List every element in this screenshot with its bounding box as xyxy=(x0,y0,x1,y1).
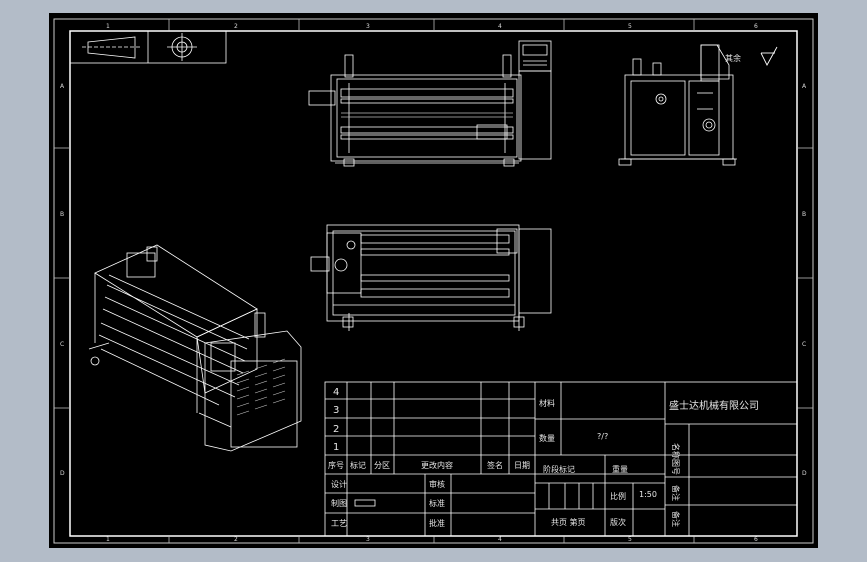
front-view xyxy=(308,40,552,167)
quantity-label: 数量 xyxy=(539,433,555,443)
sheets-label: 共页 第页 xyxy=(551,517,586,527)
drawing-label: 制图 xyxy=(331,498,347,508)
zone-bottom-2: 2 xyxy=(234,536,238,543)
side-label-number: 图号 xyxy=(671,459,680,475)
zone-left-a: A xyxy=(60,83,65,90)
zone-right-d: D xyxy=(802,470,807,477)
roughness-symbol: 其余 xyxy=(725,46,778,66)
header-date: 日期 xyxy=(514,461,530,470)
header-sign: 签名 xyxy=(487,460,503,470)
zone-top-4: 4 xyxy=(498,23,502,30)
zone-bottom-5: 5 xyxy=(628,536,632,543)
zone-left-b: B xyxy=(60,211,64,218)
side-view xyxy=(618,44,737,166)
zone-left-d: D xyxy=(60,470,65,477)
zone-right-a: A xyxy=(802,83,807,90)
version-label: 版次 xyxy=(610,517,626,527)
material-label: 材料 xyxy=(539,398,555,408)
revision-row-1: 1 xyxy=(333,442,339,453)
zone-ticks xyxy=(54,19,813,543)
company-name: 盛士达机械有限公司 xyxy=(669,399,759,412)
stage-mark-label: 阶段标记 xyxy=(543,464,575,474)
side-label-name: 名称 xyxy=(671,443,681,459)
zone-top-5: 5 xyxy=(628,23,632,30)
cad-drawing: 1 2 3 4 5 6 1 2 3 4 5 6 A B C D A B C D … xyxy=(53,18,814,544)
outer-frame xyxy=(53,18,814,544)
design-label: 设计 xyxy=(331,479,347,489)
zone-top-2: 2 xyxy=(234,23,238,30)
review-label: 审核 xyxy=(429,479,445,489)
header-mark: 标记 xyxy=(350,460,366,470)
zone-bottom-3: 3 xyxy=(366,536,370,543)
standard-label: 标准 xyxy=(429,498,445,508)
isometric-view xyxy=(88,244,302,452)
drawing-sheet: 1 2 3 4 5 6 1 2 3 4 5 6 A B C D A B C D … xyxy=(49,13,818,548)
zone-bottom-1: 1 xyxy=(106,536,110,543)
zone-labels-left: A B C D xyxy=(60,83,65,477)
side-label-remark-1: 备注 xyxy=(671,485,681,501)
header-zone: 分区 xyxy=(374,461,390,470)
zone-top-3: 3 xyxy=(366,23,370,30)
header-seq: 序号 xyxy=(328,460,344,470)
weight-label: 重量 xyxy=(612,464,628,474)
zone-left-c: C xyxy=(60,341,64,348)
top-view xyxy=(310,224,552,331)
process-label: 工艺 xyxy=(331,519,347,528)
approve-label: 批准 xyxy=(429,518,445,528)
revision-row-3: 3 xyxy=(333,405,339,416)
header-change: 更改内容 xyxy=(421,460,453,470)
zone-labels-bottom: 1 2 3 4 5 6 xyxy=(106,536,758,543)
zone-right-b: B xyxy=(802,211,806,218)
zone-right-c: C xyxy=(802,341,806,348)
scale-value: 1:50 xyxy=(639,490,657,499)
zone-bottom-4: 4 xyxy=(498,536,502,543)
zone-top-1: 1 xyxy=(106,23,110,30)
projection-symbol xyxy=(69,30,227,64)
zone-bottom-6: 6 xyxy=(754,536,758,543)
revision-row-2: 2 xyxy=(333,424,339,435)
scale-label: 比例 xyxy=(610,491,626,501)
quantity-value: ?/? xyxy=(597,432,608,441)
roughness-label: 其余 xyxy=(725,53,741,63)
title-block xyxy=(324,381,798,537)
title-block-text: 4 3 2 1 序号 标记 分区 更改内容 签名 日期 设计 审核 制图 标准 … xyxy=(328,387,759,528)
zone-top-6: 6 xyxy=(754,23,758,30)
zone-labels-top: 1 2 3 4 5 6 xyxy=(106,23,758,30)
revision-row-4: 4 xyxy=(333,387,339,398)
side-label-remark-2: 备注 xyxy=(671,511,681,527)
zone-labels-right: A B C D xyxy=(802,83,807,477)
